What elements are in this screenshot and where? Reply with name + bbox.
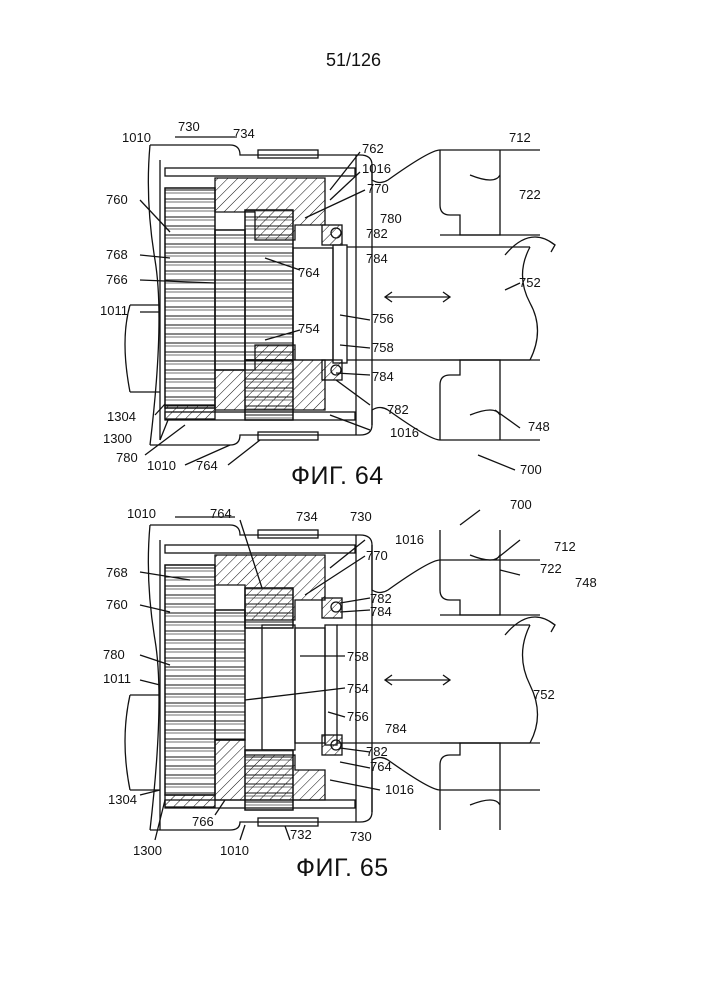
ref-label: 782 — [366, 745, 388, 759]
figure-64-drawing — [125, 137, 555, 470]
ref-label: 764 — [370, 760, 392, 774]
ref-label: 758 — [372, 341, 394, 355]
ref-label: 762 — [362, 142, 384, 156]
ref-label: 732 — [290, 828, 312, 842]
ref-label: 784 — [370, 605, 392, 619]
ref-label: 760 — [106, 193, 128, 207]
ref-label: 768 — [106, 248, 128, 262]
ref-label: 730 — [350, 510, 372, 524]
ref-label: 766 — [192, 815, 214, 829]
ref-label: 760 — [106, 598, 128, 612]
ref-label: 700 — [510, 498, 532, 512]
ref-label: 784 — [372, 370, 394, 384]
ref-label: 770 — [367, 182, 389, 196]
ref-label: 752 — [533, 688, 555, 702]
ref-label: 748 — [575, 576, 597, 590]
figure-65-caption: ФИГ. 65 — [296, 854, 389, 883]
ref-label: 784 — [385, 722, 407, 736]
ref-label: 730 — [350, 830, 372, 844]
ref-label: 1010 — [147, 459, 176, 473]
ref-label: 756 — [372, 312, 394, 326]
ref-label: 1016 — [385, 783, 414, 797]
ref-label: 734 — [233, 127, 255, 141]
ref-label: 768 — [106, 566, 128, 580]
ref-label: 1010 — [127, 507, 156, 521]
ref-label: 712 — [554, 540, 576, 554]
ref-label: 770 — [366, 549, 388, 563]
ref-label: 734 — [296, 510, 318, 524]
ref-label: 730 — [178, 120, 200, 134]
ref-label: 782 — [387, 403, 409, 417]
ref-label: 764 — [298, 266, 320, 280]
ref-label: 1011 — [103, 672, 131, 686]
ref-label: 748 — [528, 420, 550, 434]
ref-label: 758 — [347, 650, 369, 664]
ref-label: 766 — [106, 273, 128, 287]
ref-label: 754 — [347, 682, 369, 696]
ref-label: 764 — [196, 459, 218, 473]
ref-label: 782 — [366, 227, 388, 241]
ref-label: 784 — [366, 252, 388, 266]
ref-label: 1300 — [133, 844, 162, 858]
figure-65-drawing — [125, 510, 555, 840]
ref-label: 1300 — [103, 432, 132, 446]
ref-label: 700 — [520, 463, 542, 477]
ref-label: 1304 — [108, 793, 137, 807]
ref-label: 1016 — [395, 533, 424, 547]
ref-label: 754 — [298, 322, 320, 336]
ref-label: 752 — [519, 276, 541, 290]
ref-label: 780 — [380, 212, 402, 226]
ref-label: 764 — [210, 507, 232, 521]
ref-label: 1010 — [220, 844, 249, 858]
ref-label: 780 — [103, 648, 125, 662]
ref-label: 780 — [116, 451, 138, 465]
ref-label: 1016 — [362, 162, 391, 176]
figure-64-caption: ФИГ. 64 — [291, 462, 384, 491]
ref-label: 756 — [347, 710, 369, 724]
ref-label: 722 — [540, 562, 562, 576]
ref-label: 1011 — [100, 304, 128, 318]
ref-label: 722 — [519, 188, 541, 202]
ref-label: 1016 — [390, 426, 419, 440]
ref-label: 1010 — [122, 131, 151, 145]
ref-label: 1304 — [107, 410, 136, 424]
ref-label: 712 — [509, 131, 531, 145]
